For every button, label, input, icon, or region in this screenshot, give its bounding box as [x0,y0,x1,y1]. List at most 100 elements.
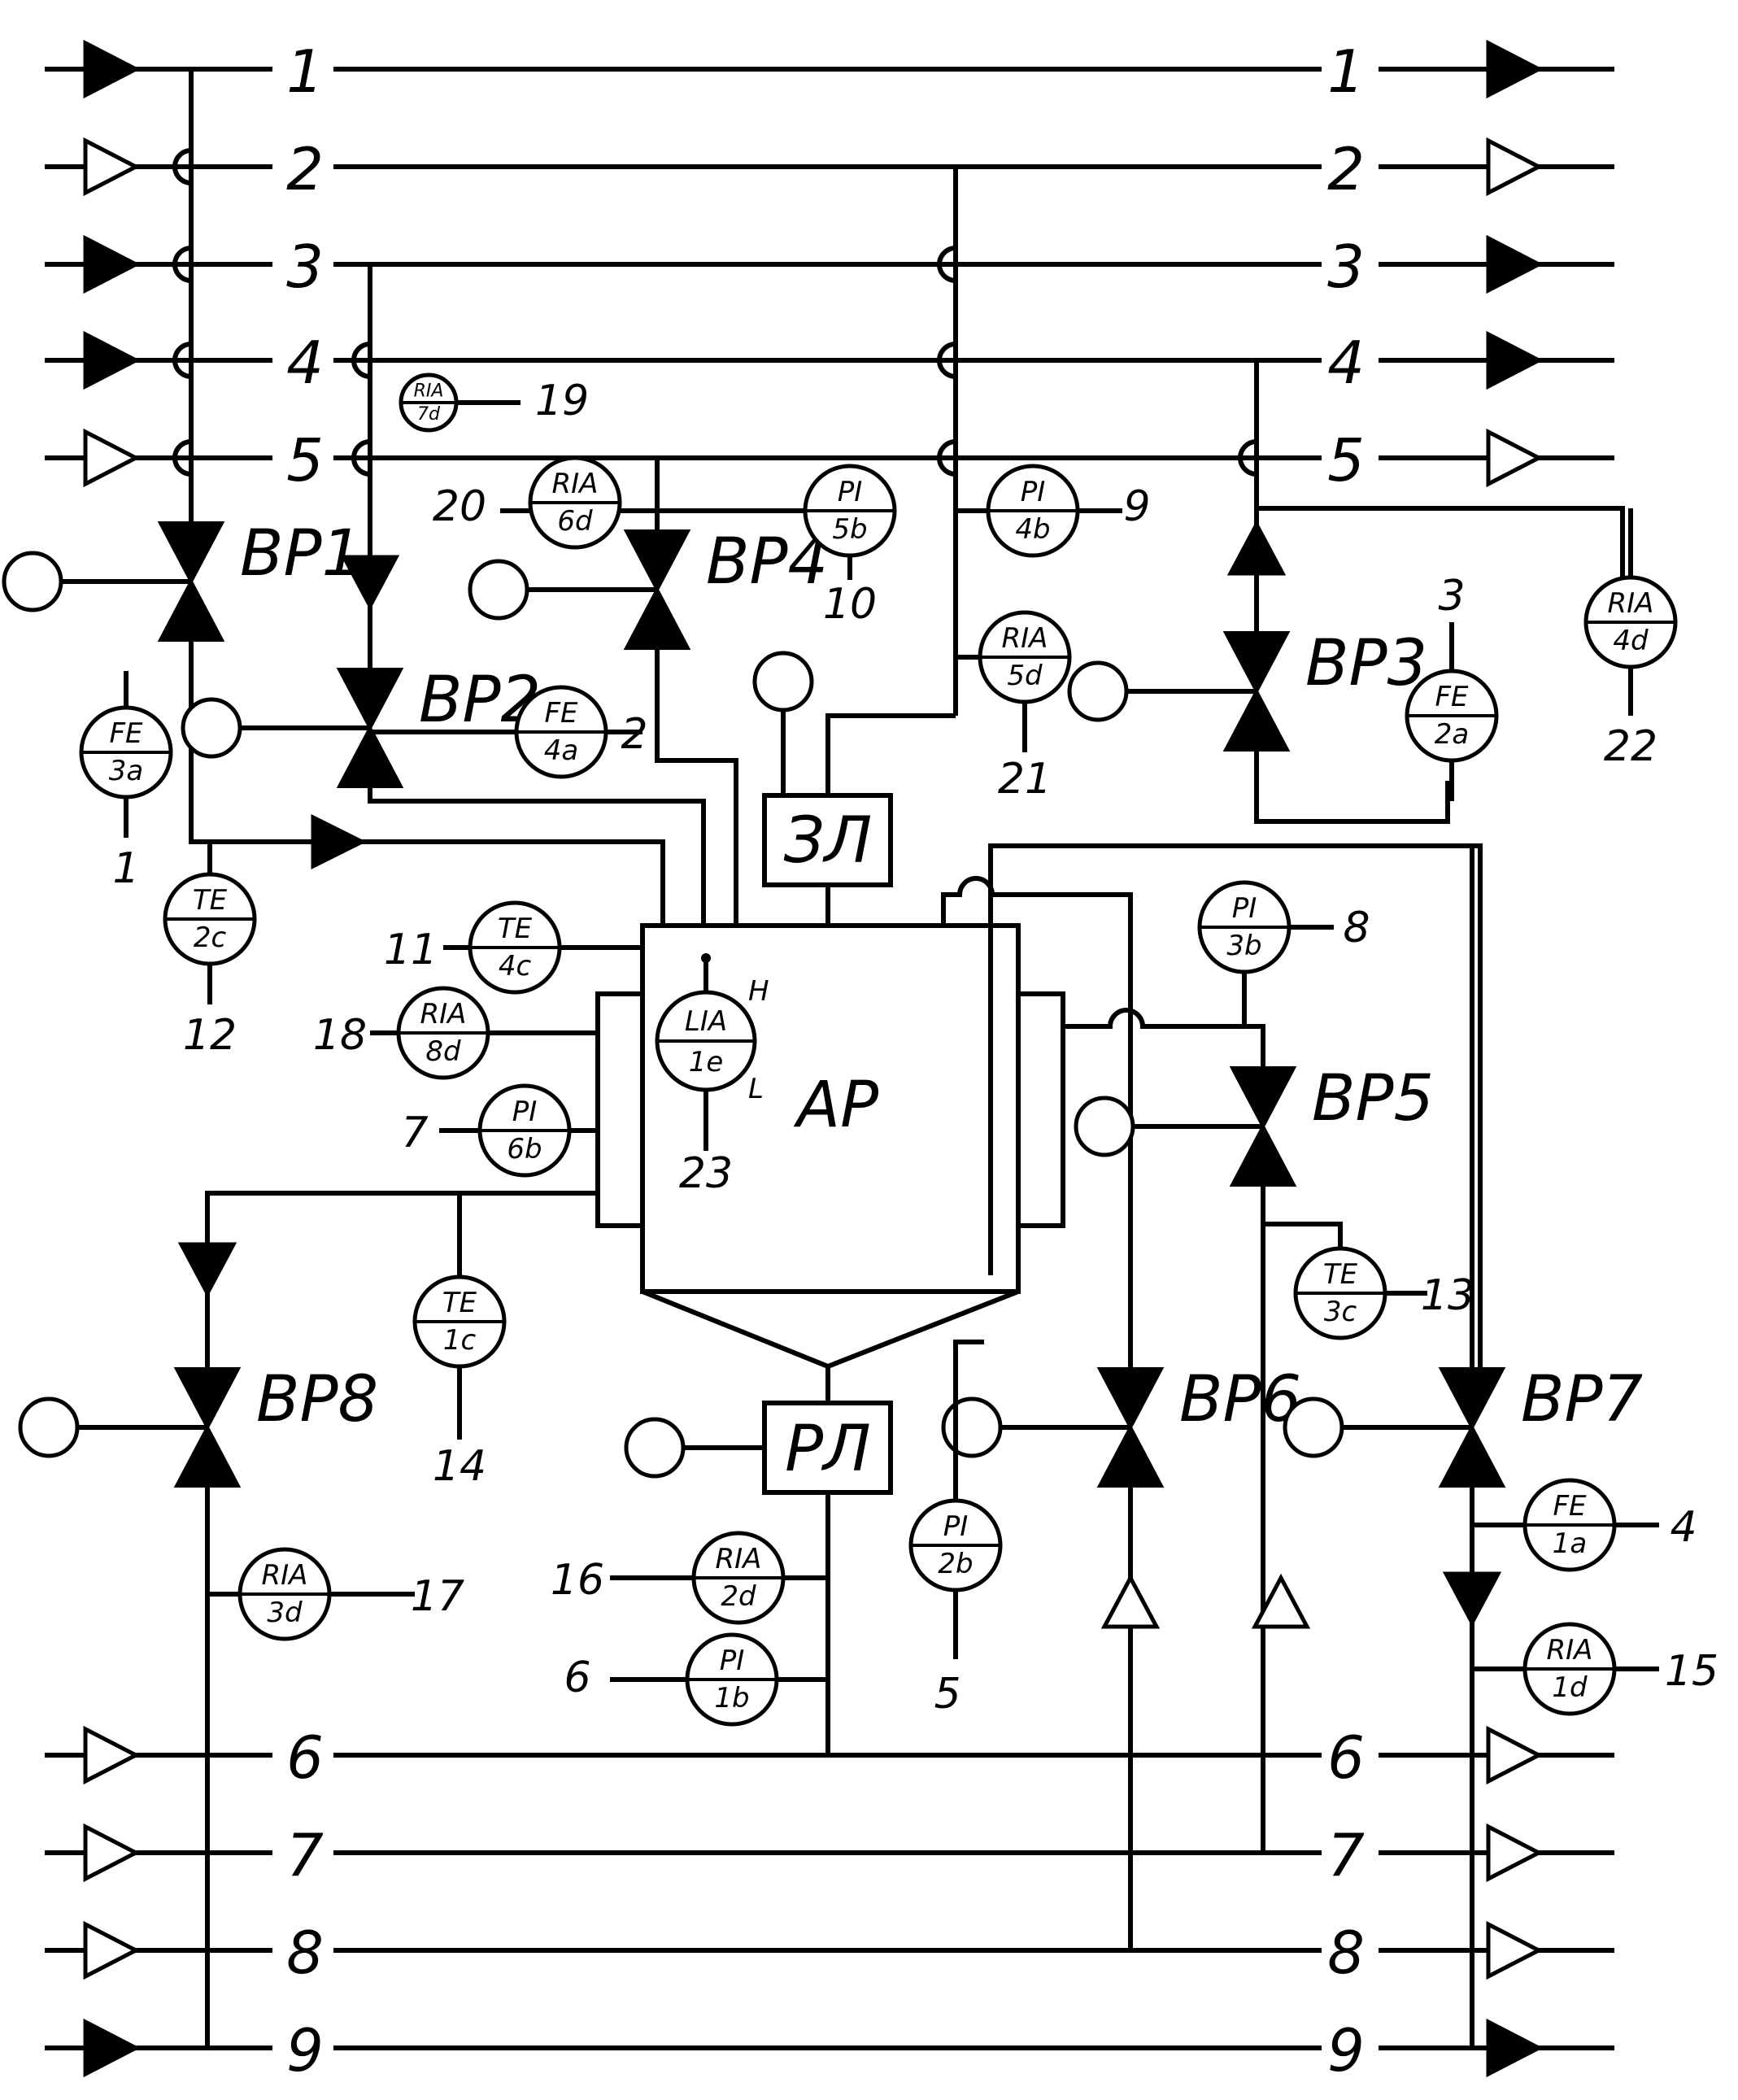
riser-line1 [172,69,194,521]
valve-vr8-label: ВР8 [256,1363,378,1436]
line-number-left-5: 5 [286,426,324,495]
valve-vr4-lower-cone [623,586,691,650]
instrument-te3c-function: TE [1323,1258,1358,1291]
instrument-pi3b-position: 3b [1226,930,1261,962]
line-number-right-6: 6 [1327,1723,1365,1792]
instrument-pi4b-position: 4b [1015,513,1050,546]
valve-vr5-lower-cone [1229,1122,1297,1187]
reactor-label: АР [793,1069,878,1142]
instrument-ria8d-loop-number: 18 [313,1011,367,1060]
instrument-te1c-loop-number: 14 [433,1442,486,1491]
pipe-reactor-to-vr6 [941,876,1133,1369]
instrument-fe2a-loop-number: 3 [1438,572,1465,621]
instrument-te3c-position: 3c [1324,1296,1357,1328]
instrument-fe2a-function: FE [1435,681,1469,713]
instrument-ria5d-position: 5d [1007,660,1043,692]
instrument-ria7d-position: 7d [417,404,441,425]
line-number-left-4: 4 [286,329,324,397]
valve-vr8[interactable]: ВР8 [18,1363,378,1488]
flow-arrow-vr7-out [1442,1571,1502,1627]
line-number-right-2: 2 [1327,135,1365,203]
outlet-arrow-6 [1486,1725,1544,1785]
outlet-arrow-1 [1486,39,1544,99]
instrument-ria2d[interactable]: RIA 2d 16 [551,1531,828,1625]
instrument-pi5b-function: PI [838,476,863,508]
line-number-right-8: 8 [1327,1919,1365,1987]
valve-vr7[interactable]: ВР7 [1283,1363,1643,1488]
instrument-pi4b-function: PI [1021,476,1046,508]
valve-vr3[interactable]: ВР3 [1067,627,1427,752]
instrument-ria5d-function: RIA [1002,622,1048,655]
inlet-arrow-5 [83,428,141,488]
outlet-arrow-5 [1486,428,1544,488]
instrument-pi5b-position: 5b [832,513,867,546]
valve-vr6[interactable]: ВР6 [941,1363,1301,1488]
instrument-fe1a-position: 1a [1553,1527,1587,1560]
instrument-ria8d-position: 8d [425,1035,461,1068]
valve-vr4[interactable]: ВР4 [468,525,828,650]
level-high-mark: H [748,975,769,1008]
flow-arrow-vr2-in [340,555,400,611]
instrument-fe4a-function: FE [544,697,578,730]
instrument-ria1d-position: 1d [1552,1671,1588,1704]
instrument-ria2d-position: 2d [721,1580,756,1613]
valve-vr1-lower-cone [157,577,225,642]
line-number-left-9: 9 [286,2016,324,2085]
instrument-fe3a-position: 3a [109,755,143,787]
instrument-te2c-loop-number: 12 [183,1011,237,1060]
feeder-bottom-drive-icon [624,1417,686,1479]
valve-vr2[interactable]: ВР2 [181,664,541,788]
instrument-ria2d-function: RIA [716,1543,762,1575]
instrument-ria2d-loop-number: 16 [551,1556,604,1605]
instrument-te1c-position: 1c [443,1324,477,1357]
line-number-right-1: 1 [1327,37,1365,106]
valve-vr5[interactable]: ВР5 [1074,1062,1434,1187]
valve-vr5-actuator-icon [1074,1096,1135,1157]
line-number-right-7: 7 [1327,1821,1365,1889]
valve-vr5-label: ВР5 [1312,1062,1434,1135]
instrument-pi6b-function: PI [512,1096,538,1128]
valve-vr2-upper-cone [336,668,404,732]
pipe-vr4-to-reactor [655,648,738,926]
inlet-arrow-9 [83,2018,141,2078]
valve-vr7-label: ВР7 [1521,1363,1643,1436]
valve-vr7-lower-cone [1438,1423,1506,1488]
valve-vr6-upper-cone [1096,1367,1165,1431]
feeder-bottom-label: РЛ [785,1413,871,1486]
line-number-left-8: 8 [286,1919,324,1987]
flow-arrow-vr3-out [1226,520,1287,576]
inlet-arrow-6 [83,1725,141,1785]
instrument-ria4d-loop-number: 22 [1604,722,1657,771]
instrument-te2c-function: TE [193,884,228,917]
instrument-pi2b-function: PI [943,1510,969,1543]
line-number-left-7: 7 [286,1821,324,1889]
valve-vr1[interactable]: ВР1 [2,517,362,642]
pipe-jacket-to-vr5 [1063,1008,1265,1068]
instrument-ria1d-loop-number: 15 [1665,1647,1718,1696]
valve-vr1-actuator-icon [2,551,63,612]
